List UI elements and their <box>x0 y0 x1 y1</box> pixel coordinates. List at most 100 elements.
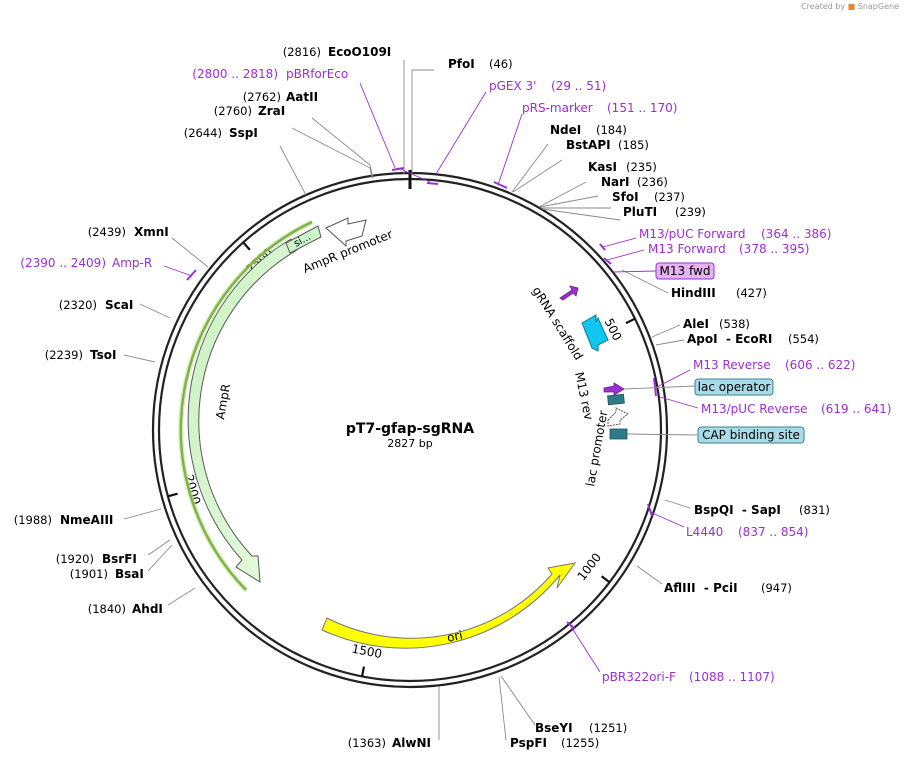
leader-ahdi <box>167 587 196 606</box>
leader-scai <box>139 303 171 319</box>
enzyme-name-ecoo109i[interactable]: EcoO109I <box>328 45 391 59</box>
enzyme-pos-bstapi: (185) <box>618 138 649 152</box>
primer-lead-m13puc-fwd <box>602 237 637 248</box>
primer-arc-pgex <box>426 182 439 185</box>
primer-lead-pgex <box>435 91 487 175</box>
enzyme-name-apoi-ecori[interactable]: ApoI - EcoRI <box>687 332 772 346</box>
badge-lac-operator-box <box>694 378 774 396</box>
leader-alei <box>651 324 681 338</box>
enzyme-pos-kasi: (235) <box>626 160 657 174</box>
primer-range-l4440: (837 .. 854) <box>738 525 808 539</box>
enzyme-name-hindiii[interactable]: HindIII <box>671 286 716 300</box>
badge-lac-operator[interactable]: lac operator <box>694 378 774 396</box>
leader-aatii <box>311 117 374 179</box>
primer-name-ampr[interactable]: Amp-R <box>112 256 152 270</box>
enzyme-name-bseyi[interactable]: BseYI <box>535 721 573 735</box>
enzyme-name-pfoi[interactable]: PfoI <box>448 57 475 71</box>
primer-name-pbrforeco[interactable]: pBRforEco <box>286 67 348 81</box>
enzyme-name-ndei[interactable]: NdeI <box>550 123 581 137</box>
primer-range-pgex: (29 .. 51) <box>551 79 606 93</box>
enzyme-name-tsoi[interactable]: TsoI <box>90 348 116 362</box>
enzyme-name-bsai[interactable]: BsaI <box>115 567 144 581</box>
primer-lead-m13puc-rev <box>659 396 699 409</box>
enzyme-pos-pspfi: (1255) <box>561 736 599 750</box>
primer-lead-l4440 <box>649 511 685 528</box>
ampr-label: AmpR <box>213 383 233 421</box>
signal-peptide-box[interactable] <box>285 225 322 254</box>
tick-mark-1500 <box>360 666 366 677</box>
enzyme-name-scai[interactable]: ScaI <box>105 298 133 312</box>
grna-scaffold-arrow[interactable] <box>559 285 579 301</box>
cap-site-mark[interactable] <box>609 428 628 440</box>
enzyme-name-xmni[interactable]: XmnI <box>134 225 169 239</box>
enzyme-name-bsrfi[interactable]: BsrFI <box>102 552 137 566</box>
enzyme-name-alwni[interactable]: AlwNI <box>392 736 431 750</box>
primer-lead-pbr322 <box>569 624 601 673</box>
enzyme-pos-hindiii: (427) <box>736 286 767 300</box>
ampr-promoter-arrow[interactable] <box>325 217 367 248</box>
ori-feature-arrow[interactable] <box>321 562 577 649</box>
badge-m13fwd[interactable]: M13 fwd <box>655 262 715 280</box>
enzyme-name-pspfi[interactable]: PspFI <box>510 736 547 750</box>
leader-pluti <box>541 208 621 221</box>
enzyme-name-zrai[interactable]: ZraI <box>258 104 285 118</box>
enzyme-name-bspqi-sapi[interactable]: BspQI - SapI <box>694 503 781 517</box>
enzyme-leaders <box>123 60 691 741</box>
primer-name-l4440[interactable]: L4440 <box>686 525 723 539</box>
primer-name-m13-fwd[interactable]: M13 Forward <box>648 242 726 256</box>
enzyme-name-sspi[interactable]: SspI <box>229 126 258 140</box>
ampr-feature-arrow[interactable] <box>187 238 298 583</box>
leader-pfoi <box>411 69 434 174</box>
grna-scaffold-label: gRNA scaffold <box>529 284 585 362</box>
primer-name-pbr322[interactable]: pBR322ori-F <box>602 670 676 684</box>
lead-cap-badge <box>626 433 698 436</box>
leader-ndei <box>511 143 549 193</box>
primer-name-pgex[interactable]: pGEX 3' <box>489 79 536 93</box>
m13-rev-arrow[interactable] <box>603 382 625 396</box>
leader-kasi <box>538 181 587 208</box>
enzyme-name-aatii[interactable]: AatII <box>286 90 318 104</box>
leader-sspi <box>279 145 307 196</box>
enzyme-name-ahdi[interactable]: AhdI <box>132 602 163 616</box>
lac-operator-mark[interactable] <box>607 393 625 406</box>
leader-zrai <box>291 127 373 179</box>
primer-range-m13puc-rev: (619 .. 641) <box>821 402 891 416</box>
enzyme-name-bstapi[interactable]: BstAPI <box>566 138 611 152</box>
badge-lac-operator-label: lac operator <box>698 380 771 394</box>
enzyme-name-nmeaiii[interactable]: NmeAIII <box>60 513 113 527</box>
primer-arc-m13-fwd <box>603 257 612 265</box>
enzyme-name-pluti[interactable]: PluTI <box>623 205 657 219</box>
enzyme-name-nari[interactable]: NarI <box>601 175 630 189</box>
enzyme-name-sfoi[interactable]: SfoI <box>612 190 639 204</box>
plasmid-length: 2827 bp <box>387 437 432 450</box>
primer-name-m13puc-rev[interactable]: M13/pUC Reverse <box>701 402 808 416</box>
sgrna-arrow[interactable] <box>581 314 609 352</box>
tick-label-1500: 1500 <box>351 642 384 662</box>
enzyme-pos-bsai: (1901) <box>70 567 108 581</box>
leader-afliii <box>636 565 663 585</box>
enzyme-name-kasi[interactable]: KasI <box>588 160 617 174</box>
m13-rev-label: M13 rev <box>572 371 596 421</box>
primer-lead-ampr <box>163 265 193 277</box>
primer-arc-m13puc-fwd <box>599 243 606 251</box>
enzyme-name-alei[interactable]: AleI <box>683 317 709 331</box>
ori-label: ori <box>446 628 464 645</box>
lac-promoter-arrow[interactable] <box>607 407 629 427</box>
enzyme-pos-zrai: (2760) <box>214 104 252 118</box>
primer-lead-pbrforeco <box>359 82 396 169</box>
enzyme-pos-sspi: (2644) <box>184 126 222 140</box>
tick-mark-1000 <box>600 575 611 584</box>
enzyme-pos-alei: (538) <box>719 317 750 331</box>
primer-name-prs[interactable]: pRS-marker <box>522 101 593 115</box>
credit-brand: SnapGene <box>857 2 899 11</box>
credit: Created by ■ SnapGene <box>801 2 899 11</box>
primer-name-m13-rev[interactable]: M13 Reverse <box>693 358 771 372</box>
ampr-orf-glow <box>178 219 314 592</box>
primer-lead-prs <box>497 113 523 186</box>
primer-name-m13puc-fwd[interactable]: M13/pUC Forward <box>639 227 746 241</box>
tick-label-1000: 1000 <box>574 550 604 583</box>
primer-arc-m13-rev <box>653 377 657 397</box>
enzyme-name-afliii-pcii[interactable]: AflIII - PciI <box>664 581 738 595</box>
badge-cap-site[interactable]: CAP binding site <box>697 426 805 444</box>
